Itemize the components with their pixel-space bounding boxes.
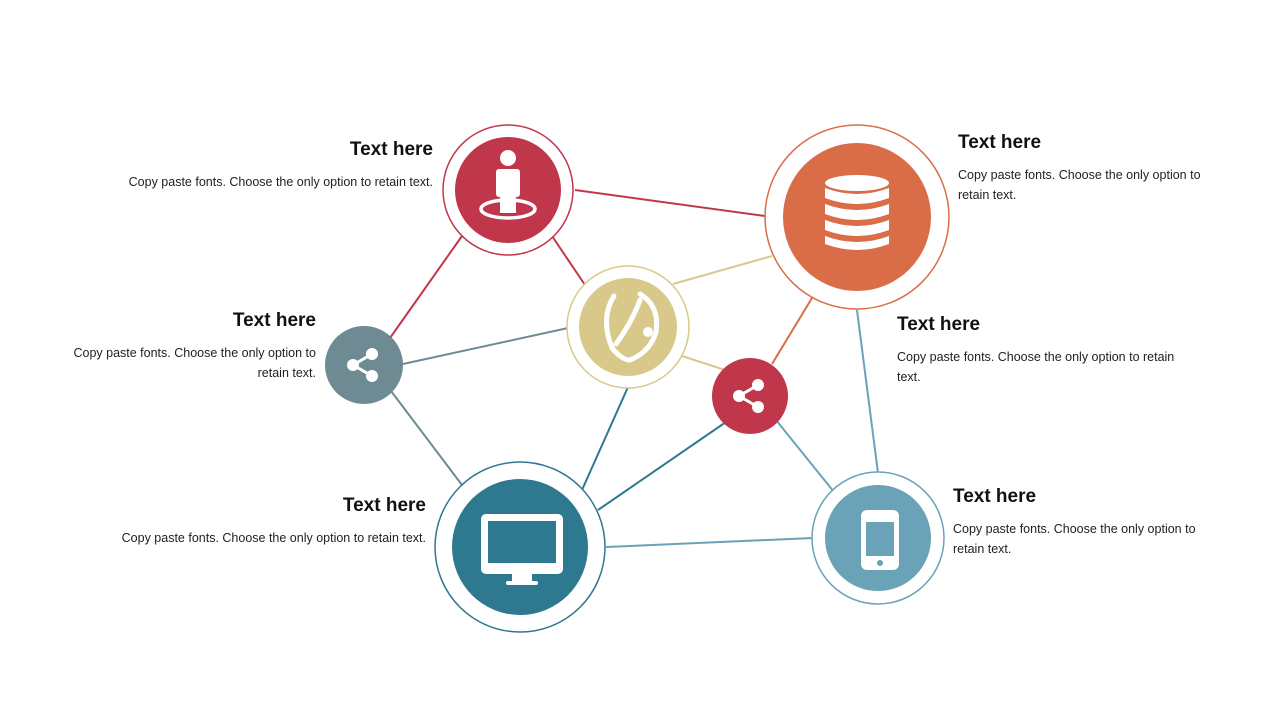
label-database-desc: Copy paste fonts. Choose the only option… — [958, 168, 1201, 202]
node-globe[interactable] — [566, 265, 690, 389]
node-share-left[interactable] — [325, 326, 403, 404]
connector-shareleft-globe — [402, 327, 569, 365]
label-database: Text here Copy paste fonts. Choose the o… — [958, 131, 1203, 205]
label-share-right-desc: Copy paste fonts. Choose the only option… — [897, 350, 1175, 384]
label-share-left-title: Text here — [232, 310, 316, 331]
node-phone[interactable] — [811, 471, 945, 605]
monitor-icon — [481, 514, 563, 585]
connector-shareright-monitor — [597, 421, 727, 511]
share-icon — [347, 348, 378, 382]
connector-globe-database — [672, 255, 773, 285]
connector-database-phone — [856, 309, 879, 474]
label-person-desc: Copy paste fonts. Choose the only option… — [128, 175, 433, 189]
label-share-left-desc: Copy paste fonts. Choose the only option… — [73, 346, 316, 380]
connector-person-database — [574, 189, 766, 217]
connector-person-globe — [551, 235, 586, 286]
node-monitor[interactable] — [434, 461, 606, 633]
globe-icon — [604, 291, 660, 363]
label-person: Text here Copy paste fonts. Choose the o… — [90, 138, 433, 192]
connector-lines — [389, 189, 879, 548]
label-phone: Text here Copy paste fonts. Choose the o… — [953, 485, 1198, 559]
label-database-title: Text here — [958, 132, 1042, 153]
share-icon — [733, 379, 764, 413]
label-person-title: Text here — [349, 139, 433, 160]
label-share-left: Text here Copy paste fonts. Choose the o… — [60, 309, 316, 383]
connector-monitor-phone — [605, 537, 814, 548]
person-target-icon — [479, 150, 537, 220]
label-phone-desc: Copy paste fonts. Choose the only option… — [953, 522, 1196, 556]
node-share-right[interactable] — [712, 358, 788, 434]
connector-person-shareleft — [389, 235, 463, 339]
label-monitor: Text here Copy paste fonts. Choose the o… — [80, 494, 426, 548]
label-share-right: Text here Copy paste fonts. Choose the o… — [897, 313, 1192, 387]
connector-database-shareright — [771, 297, 813, 365]
node-database[interactable] — [764, 124, 950, 310]
connector-shareright-phone — [775, 419, 835, 493]
label-phone-title: Text here — [953, 486, 1037, 507]
label-monitor-title: Text here — [342, 495, 426, 516]
label-share-right-title: Text here — [897, 314, 981, 335]
label-monitor-desc: Copy paste fonts. Choose the only option… — [121, 531, 426, 545]
connector-globe-shareright — [681, 355, 726, 371]
smartphone-icon — [861, 510, 899, 570]
connector-shareleft-monitor — [390, 390, 463, 486]
database-icon — [825, 175, 889, 250]
node-person[interactable] — [442, 124, 574, 256]
connector-globe-monitor — [581, 386, 629, 491]
